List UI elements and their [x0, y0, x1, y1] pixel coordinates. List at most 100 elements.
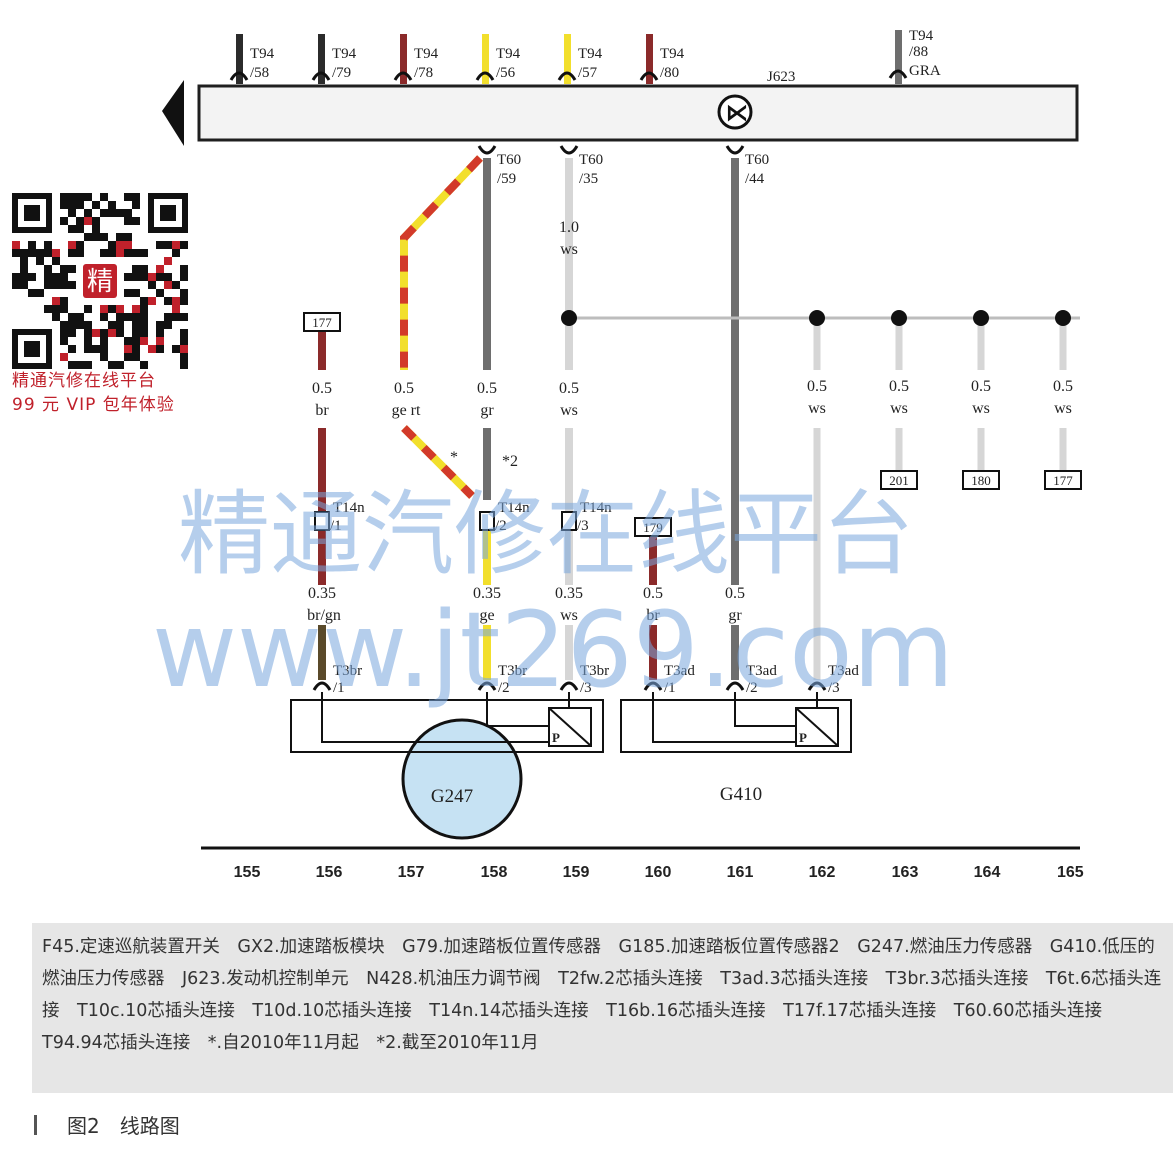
top-pin-conn: T94 [496, 46, 521, 62]
qr-module [44, 281, 52, 289]
qr-module [156, 241, 164, 249]
column-number: 161 [727, 864, 754, 881]
ref-box [880, 470, 918, 490]
qr-module [180, 353, 188, 361]
qr-module [68, 249, 76, 257]
qr-module [60, 305, 68, 313]
column-number: 165 [1057, 864, 1084, 881]
qr-module [44, 305, 52, 313]
ref-box-label: 177 [312, 315, 332, 330]
top-arrow-80 [639, 71, 659, 81]
column-number: 155 [234, 864, 261, 881]
qr-module [76, 217, 84, 225]
ecu-bus-bar [197, 84, 1079, 142]
top-pin-arrows [229, 69, 908, 81]
junction-dot [809, 310, 825, 326]
qr-module [108, 249, 116, 257]
qr-module [172, 313, 180, 321]
sensor-arrow [643, 681, 663, 691]
sensor-pin-num: /1 [664, 680, 676, 696]
top-wire-58 [236, 34, 243, 84]
qr-module [100, 353, 108, 361]
qr-module [60, 201, 68, 209]
wire-ws-upper-size: 1.0 [559, 219, 579, 236]
wires [318, 155, 1080, 680]
top-wire-56 [482, 34, 489, 84]
ref-box-label: 179 [643, 520, 663, 535]
qr-module [100, 249, 108, 257]
sensor-pin-conn: T3ad [746, 663, 777, 679]
qr-module [180, 241, 188, 249]
lower-wire-color: br [646, 607, 660, 624]
qr-module [100, 233, 108, 241]
qr-module [28, 249, 36, 257]
qr-module [92, 201, 100, 209]
sensor-arrow [725, 681, 745, 691]
junction-dot [561, 310, 577, 326]
top-pin-conn: T94 [909, 28, 934, 44]
notes: * *2 [450, 449, 518, 470]
qr-module [60, 353, 68, 361]
qr-module [68, 209, 76, 217]
column-numbers: 155 156 157 158 159 160 161 162 163 164 … [234, 864, 1084, 881]
qr-module [140, 337, 148, 345]
g410-label: G410 [720, 784, 762, 805]
qr-module [116, 361, 124, 369]
wire-ws-upper-color: ws [560, 241, 578, 258]
qr-module [180, 297, 188, 305]
wire-size: 0.5 [807, 378, 827, 395]
note-star: * [450, 449, 458, 466]
wire-color: ws [890, 400, 908, 417]
qr-module [20, 281, 28, 289]
sensor-arrow [312, 681, 332, 691]
wire-labels: 1.0 ws 0.5 br 0.5 ge rt 0.5 gr 0.5 ws 0.… [307, 219, 1073, 624]
qr-module [84, 209, 92, 217]
top-arrow-79 [311, 71, 331, 81]
qr-module [28, 289, 36, 297]
qr-module [100, 345, 108, 353]
sensor-pin-num: /2 [746, 680, 758, 696]
qr-module [100, 193, 108, 201]
qr-module [172, 345, 180, 353]
wire-ge-rt-upper-dash [400, 155, 483, 370]
top-pin-num: /56 [496, 65, 516, 81]
qr-module [68, 329, 76, 337]
t14n-conn: T14n [333, 500, 365, 516]
qr-module [92, 329, 100, 337]
qr-center-char: 精 [87, 267, 113, 297]
qr-module [124, 345, 132, 353]
qr-module [172, 297, 180, 305]
wire-size: 0.5 [394, 380, 414, 397]
qr-module [156, 265, 164, 273]
qr-module [76, 241, 84, 249]
column-number: 162 [809, 864, 836, 881]
qr-module [172, 305, 180, 313]
top-arrow-58 [229, 71, 249, 81]
qr-module [68, 225, 76, 233]
qr-module [132, 313, 140, 321]
wire-color: ws [1054, 400, 1072, 417]
qr-module [124, 249, 132, 257]
top-wires [236, 30, 902, 84]
qr-module [116, 249, 124, 257]
watermark-line2: www.jt269.com [152, 589, 954, 711]
qr-module [140, 297, 148, 305]
ecu-pin-conn: T60 [497, 152, 521, 168]
ecu-arrow-35 [559, 145, 579, 155]
wire-ge-rt-upper [400, 155, 483, 370]
t14n-num: /2 [495, 518, 507, 534]
caption-text: F45.定速巡航装置开关 GX2.加速踏板模块 G79.加速踏板位置传感器 G1… [42, 937, 1162, 1053]
qr-module [84, 361, 92, 369]
qr-module [84, 345, 92, 353]
qr-modules [12, 193, 188, 369]
qr-module [84, 305, 92, 313]
qr-module [84, 329, 92, 337]
qr-finder-bottom-left [12, 329, 52, 369]
wire-color: br [315, 402, 329, 419]
top-pin-num: /78 [414, 65, 433, 81]
wire-size: 0.5 [559, 380, 579, 397]
qr-module [148, 273, 156, 281]
qr-module [124, 193, 132, 201]
qr-module [92, 225, 100, 233]
qr-module [156, 289, 164, 297]
